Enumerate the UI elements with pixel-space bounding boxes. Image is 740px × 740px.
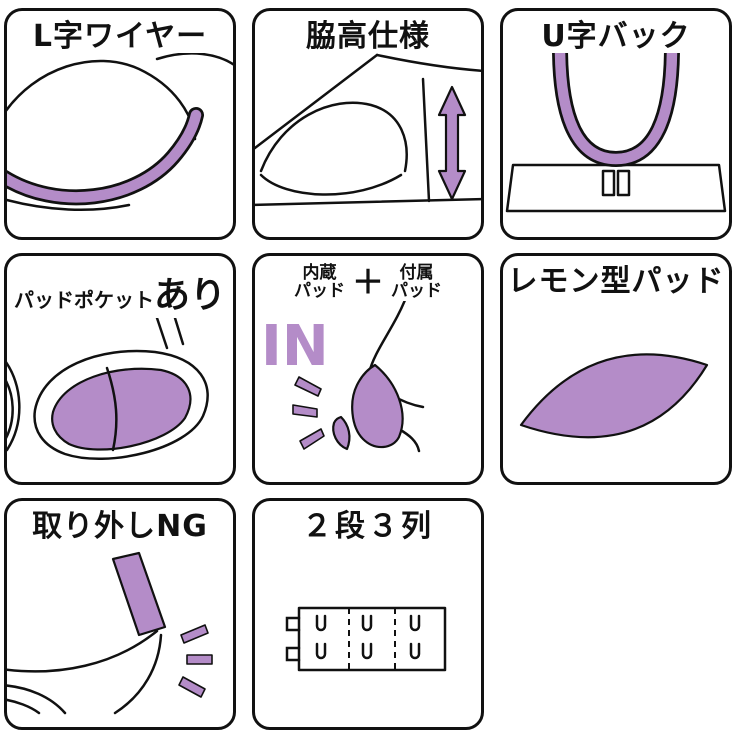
emphasis-marks-icon bbox=[178, 624, 213, 698]
pad-pocket-illustration bbox=[7, 318, 209, 461]
panel-no-removal: 取り外しNG bbox=[4, 498, 236, 730]
l-wire-illustration bbox=[7, 53, 233, 212]
lemon-pad-illustration bbox=[519, 353, 709, 439]
hook-closure-illustration bbox=[285, 606, 447, 672]
extra-pad-label: 付属 パッド bbox=[391, 263, 442, 302]
panel-title: 取り外しNG bbox=[32, 509, 208, 544]
small-pad-icon bbox=[332, 415, 351, 450]
eyes-icon bbox=[315, 614, 421, 660]
no-removal-illustration bbox=[7, 551, 213, 715]
panel-title-big: あり bbox=[153, 275, 226, 316]
bra-outline-lines bbox=[7, 318, 185, 452]
panel-pad-combo: 内蔵 パッド ＋ 付属 パッド IN bbox=[252, 253, 484, 485]
panel-title: L字ワイヤー bbox=[32, 19, 208, 54]
in-label: IN bbox=[261, 314, 329, 379]
bra-outline-lines bbox=[7, 53, 233, 212]
panel-title: 内蔵 パッド ＋ 付属 パッド bbox=[294, 264, 442, 301]
pocket-opening-line bbox=[105, 366, 118, 452]
hook-clasp bbox=[601, 169, 631, 197]
emphasis-marks-icon bbox=[292, 375, 325, 450]
hooks-icon bbox=[285, 616, 301, 662]
built-in-pad-label: 内蔵 パッド bbox=[293, 263, 345, 302]
pad-in-pocket-icon bbox=[51, 367, 192, 451]
panel-pad-pocket: パッドポケット あり bbox=[4, 253, 236, 485]
panel-l-wire: L字ワイヤー bbox=[4, 8, 236, 240]
height-arrow-icon bbox=[437, 85, 467, 201]
panel-lemon-pad: レモン型パッド bbox=[500, 253, 732, 485]
insert-pad-icon bbox=[351, 363, 404, 448]
pad-insert-illustration: IN bbox=[261, 300, 425, 452]
u-strap-highlight-icon bbox=[554, 53, 678, 165]
panel-title: レモン型パッド bbox=[507, 264, 725, 299]
u-back-illustration bbox=[505, 53, 727, 213]
bra-outline-lines bbox=[7, 629, 163, 715]
back-band bbox=[505, 163, 727, 213]
l-wire-highlight-icon bbox=[7, 109, 202, 203]
lemon-pad-icon bbox=[519, 353, 709, 439]
panel-title-small: パッドポケット bbox=[13, 288, 154, 312]
fixed-strap-icon bbox=[111, 551, 167, 637]
panel-title: 脇高仕様 bbox=[306, 19, 430, 54]
bra-outline-lines bbox=[255, 53, 481, 207]
panel-u-back: U字バック bbox=[500, 8, 732, 240]
panel-side-high: 脇高仕様 bbox=[252, 8, 484, 240]
empty-cell bbox=[500, 498, 732, 730]
panel-title: ２段３列 bbox=[302, 509, 434, 544]
side-high-illustration bbox=[255, 53, 481, 207]
panel-title: パッドポケット あり bbox=[14, 266, 226, 318]
plus-sign: ＋ bbox=[351, 263, 384, 302]
panel-hook-rows: ２段３列 bbox=[252, 498, 484, 730]
panel-title: U字バック bbox=[541, 19, 691, 54]
